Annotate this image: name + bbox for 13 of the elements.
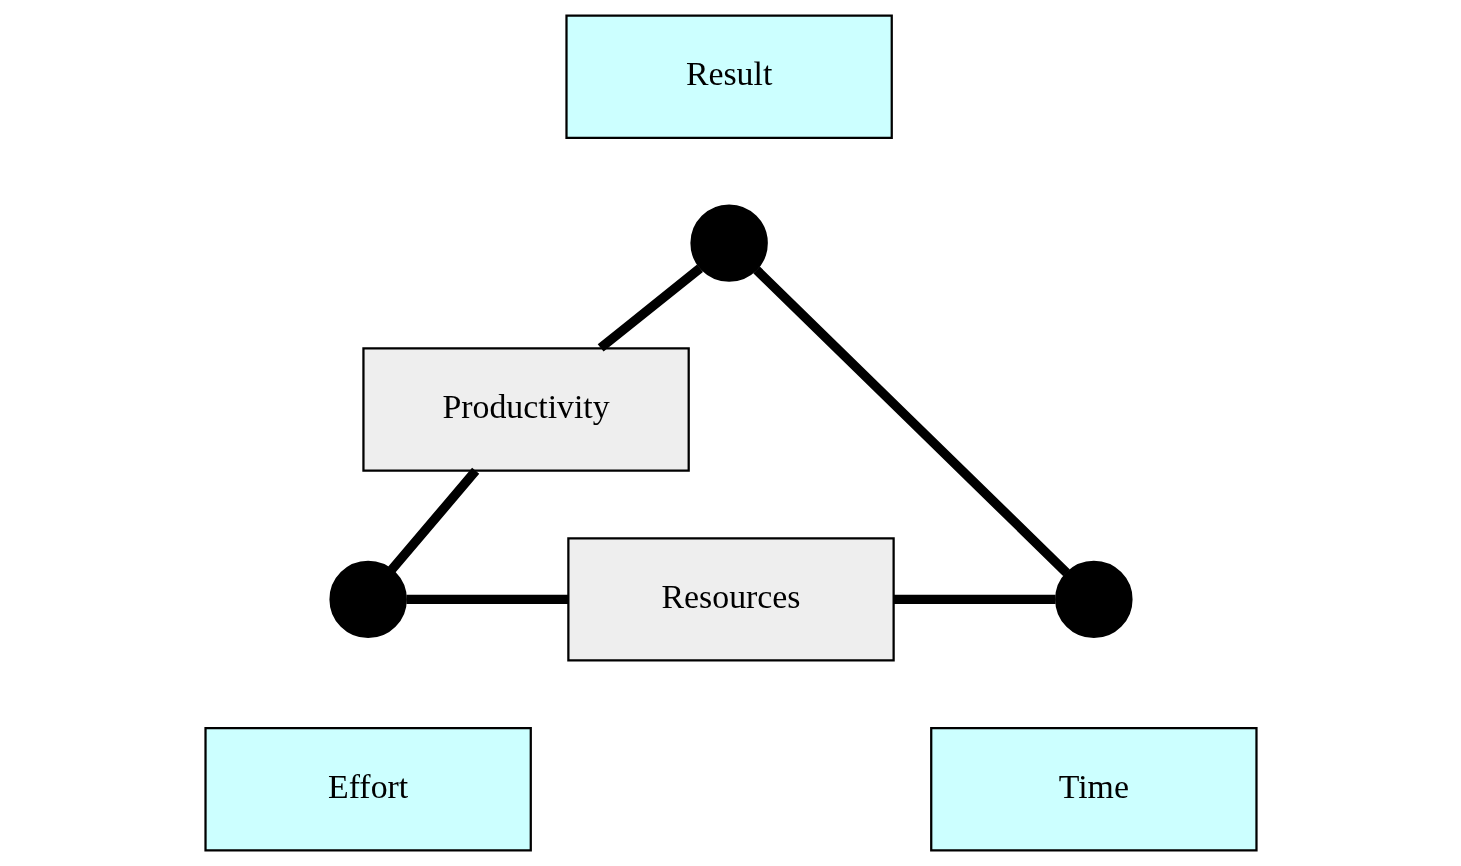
connector: [597, 264, 703, 352]
node-box: Result: [564, 14, 893, 139]
node-box: Productivity: [361, 347, 690, 472]
connector: [405, 594, 568, 605]
node-circle: [689, 204, 768, 282]
node-box: Resources: [566, 537, 895, 662]
node-circle: [328, 560, 407, 639]
node-box: Time: [929, 727, 1258, 852]
connector: [752, 266, 1070, 577]
node-circle: [1054, 560, 1133, 639]
node-box: Effort: [203, 727, 532, 852]
connector: [893, 594, 1056, 605]
connector: [387, 467, 479, 573]
